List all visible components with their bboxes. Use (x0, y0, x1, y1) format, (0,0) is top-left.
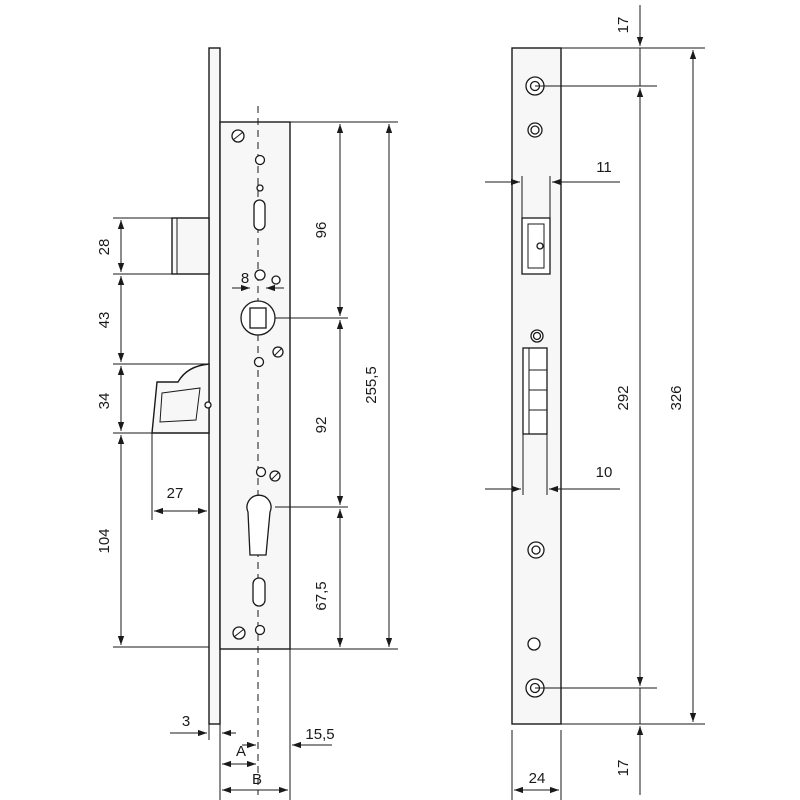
dim-backset-b: B (252, 771, 262, 788)
dim-latch-to-follower: 43 (96, 312, 113, 329)
front-view: 28 43 34 104 27 8 96 92 67,5 255,5 3 (96, 47, 398, 800)
dim-cylinder-to-bottom: 67,5 (313, 581, 330, 610)
latch-bolt (171, 217, 210, 275)
dim-screw-spacing: 292 (615, 385, 632, 410)
dim-latch-width: 11 (596, 159, 612, 176)
dim-follower-to-cylinder: 92 (313, 417, 330, 434)
dim-bolt-projection: 27 (167, 485, 184, 502)
bolt-opening (522, 347, 548, 435)
dim-faceplate-width: 24 (529, 770, 546, 787)
dim-latch-height: 28 (96, 239, 113, 256)
dim-bottom-margin: 17 (615, 760, 632, 777)
dim-case-height: 255,5 (363, 366, 380, 404)
dim-bolt-height: 34 (96, 393, 113, 410)
dim-follower-spacing: 96 (313, 222, 330, 239)
dim-follower-size: 8 (241, 270, 249, 287)
lock-case (219, 121, 291, 650)
dim-bolt-to-bottom: 104 (96, 528, 113, 553)
dim-bolt-width: 10 (596, 464, 613, 481)
side-view: 11 10 17 292 17 326 24 (485, 5, 705, 800)
dim-case-offset: 15,5 (305, 726, 334, 743)
dim-backset-a: A (236, 743, 246, 760)
dim-faceplate-thickness: 3 (182, 713, 190, 730)
dead-bolt (151, 363, 210, 434)
cylinder-hole (246, 494, 272, 556)
dim-top-margin: 17 (615, 17, 632, 34)
latch-opening (521, 217, 551, 275)
dim-faceplate-length: 326 (668, 385, 685, 410)
faceplate (208, 47, 221, 725)
